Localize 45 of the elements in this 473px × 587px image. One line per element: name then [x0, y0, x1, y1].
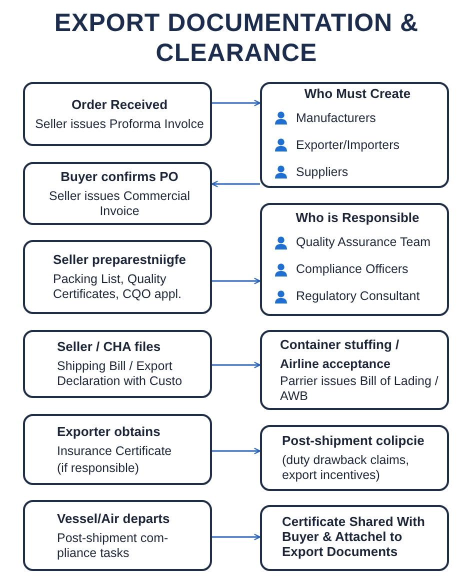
step-text: (if responsible) [57, 460, 140, 476]
step-box [260, 505, 449, 571]
info-box [260, 203, 449, 316]
step-heading: Seller preparestniigfe [53, 252, 187, 267]
step-box [260, 425, 449, 491]
step-heading: Container stuffing / [280, 336, 400, 352]
role-text: Compliance Officers [296, 262, 408, 277]
step-heading: Who is Responsible [294, 210, 420, 225]
arrow [212, 278, 261, 284]
step-box [23, 240, 212, 314]
step-text: Shipping Bill / Export Declaration with Custo [57, 359, 184, 389]
step-box [23, 162, 212, 225]
arrow [212, 448, 261, 454]
step-box [23, 500, 212, 571]
step-heading: Vessel/Air departs [57, 510, 171, 526]
title: EXPORT DOCUMENTATION & CLEARANCE [53, 8, 420, 68]
step-text: Parrier issues Bill of Lading / AWB [280, 374, 440, 404]
step-box [23, 82, 212, 146]
step-heading: Seller / CHA files [57, 339, 162, 354]
info-box [260, 82, 449, 188]
role-text: Exporter/Importers [296, 138, 400, 152]
step-text: Insurance Certificate [57, 444, 173, 458]
step-box [23, 330, 212, 398]
arrow [211, 180, 260, 188]
role-text: Quality Assurance Team [296, 235, 431, 250]
arrow [212, 100, 261, 106]
step-text: (duty drawback claims, export incentives) [282, 453, 410, 483]
step-heading: Exporter obtains [57, 424, 162, 438]
step-box [260, 330, 449, 410]
arrow [212, 362, 261, 368]
step-box [23, 414, 212, 485]
step-text: Seller issues Proforma Involce [35, 116, 204, 132]
arrow [212, 534, 261, 540]
step-text: Post-shipment com- pliance tasks [57, 530, 170, 560]
role-text: Suppliers [296, 164, 348, 180]
step-heading: Buyer confirms PO [60, 168, 180, 184]
role-text: Regulatory Consultant [296, 289, 420, 304]
role-text: Manufacturers [296, 110, 376, 126]
step-text: Seller issues Commercial Invoice [48, 188, 191, 218]
step-heading: Order Received [70, 96, 169, 112]
step-heading: Post-shipment colipcie [282, 433, 426, 448]
step-text: Packing List, Quality Certificates, CQO appl. [53, 272, 183, 302]
step-text: Airline acceptance [280, 356, 392, 372]
step-heading: Certificate Shared With Buyer & Attachel to Export Documents [282, 514, 426, 559]
step-heading: Who Must Create [303, 86, 412, 100]
